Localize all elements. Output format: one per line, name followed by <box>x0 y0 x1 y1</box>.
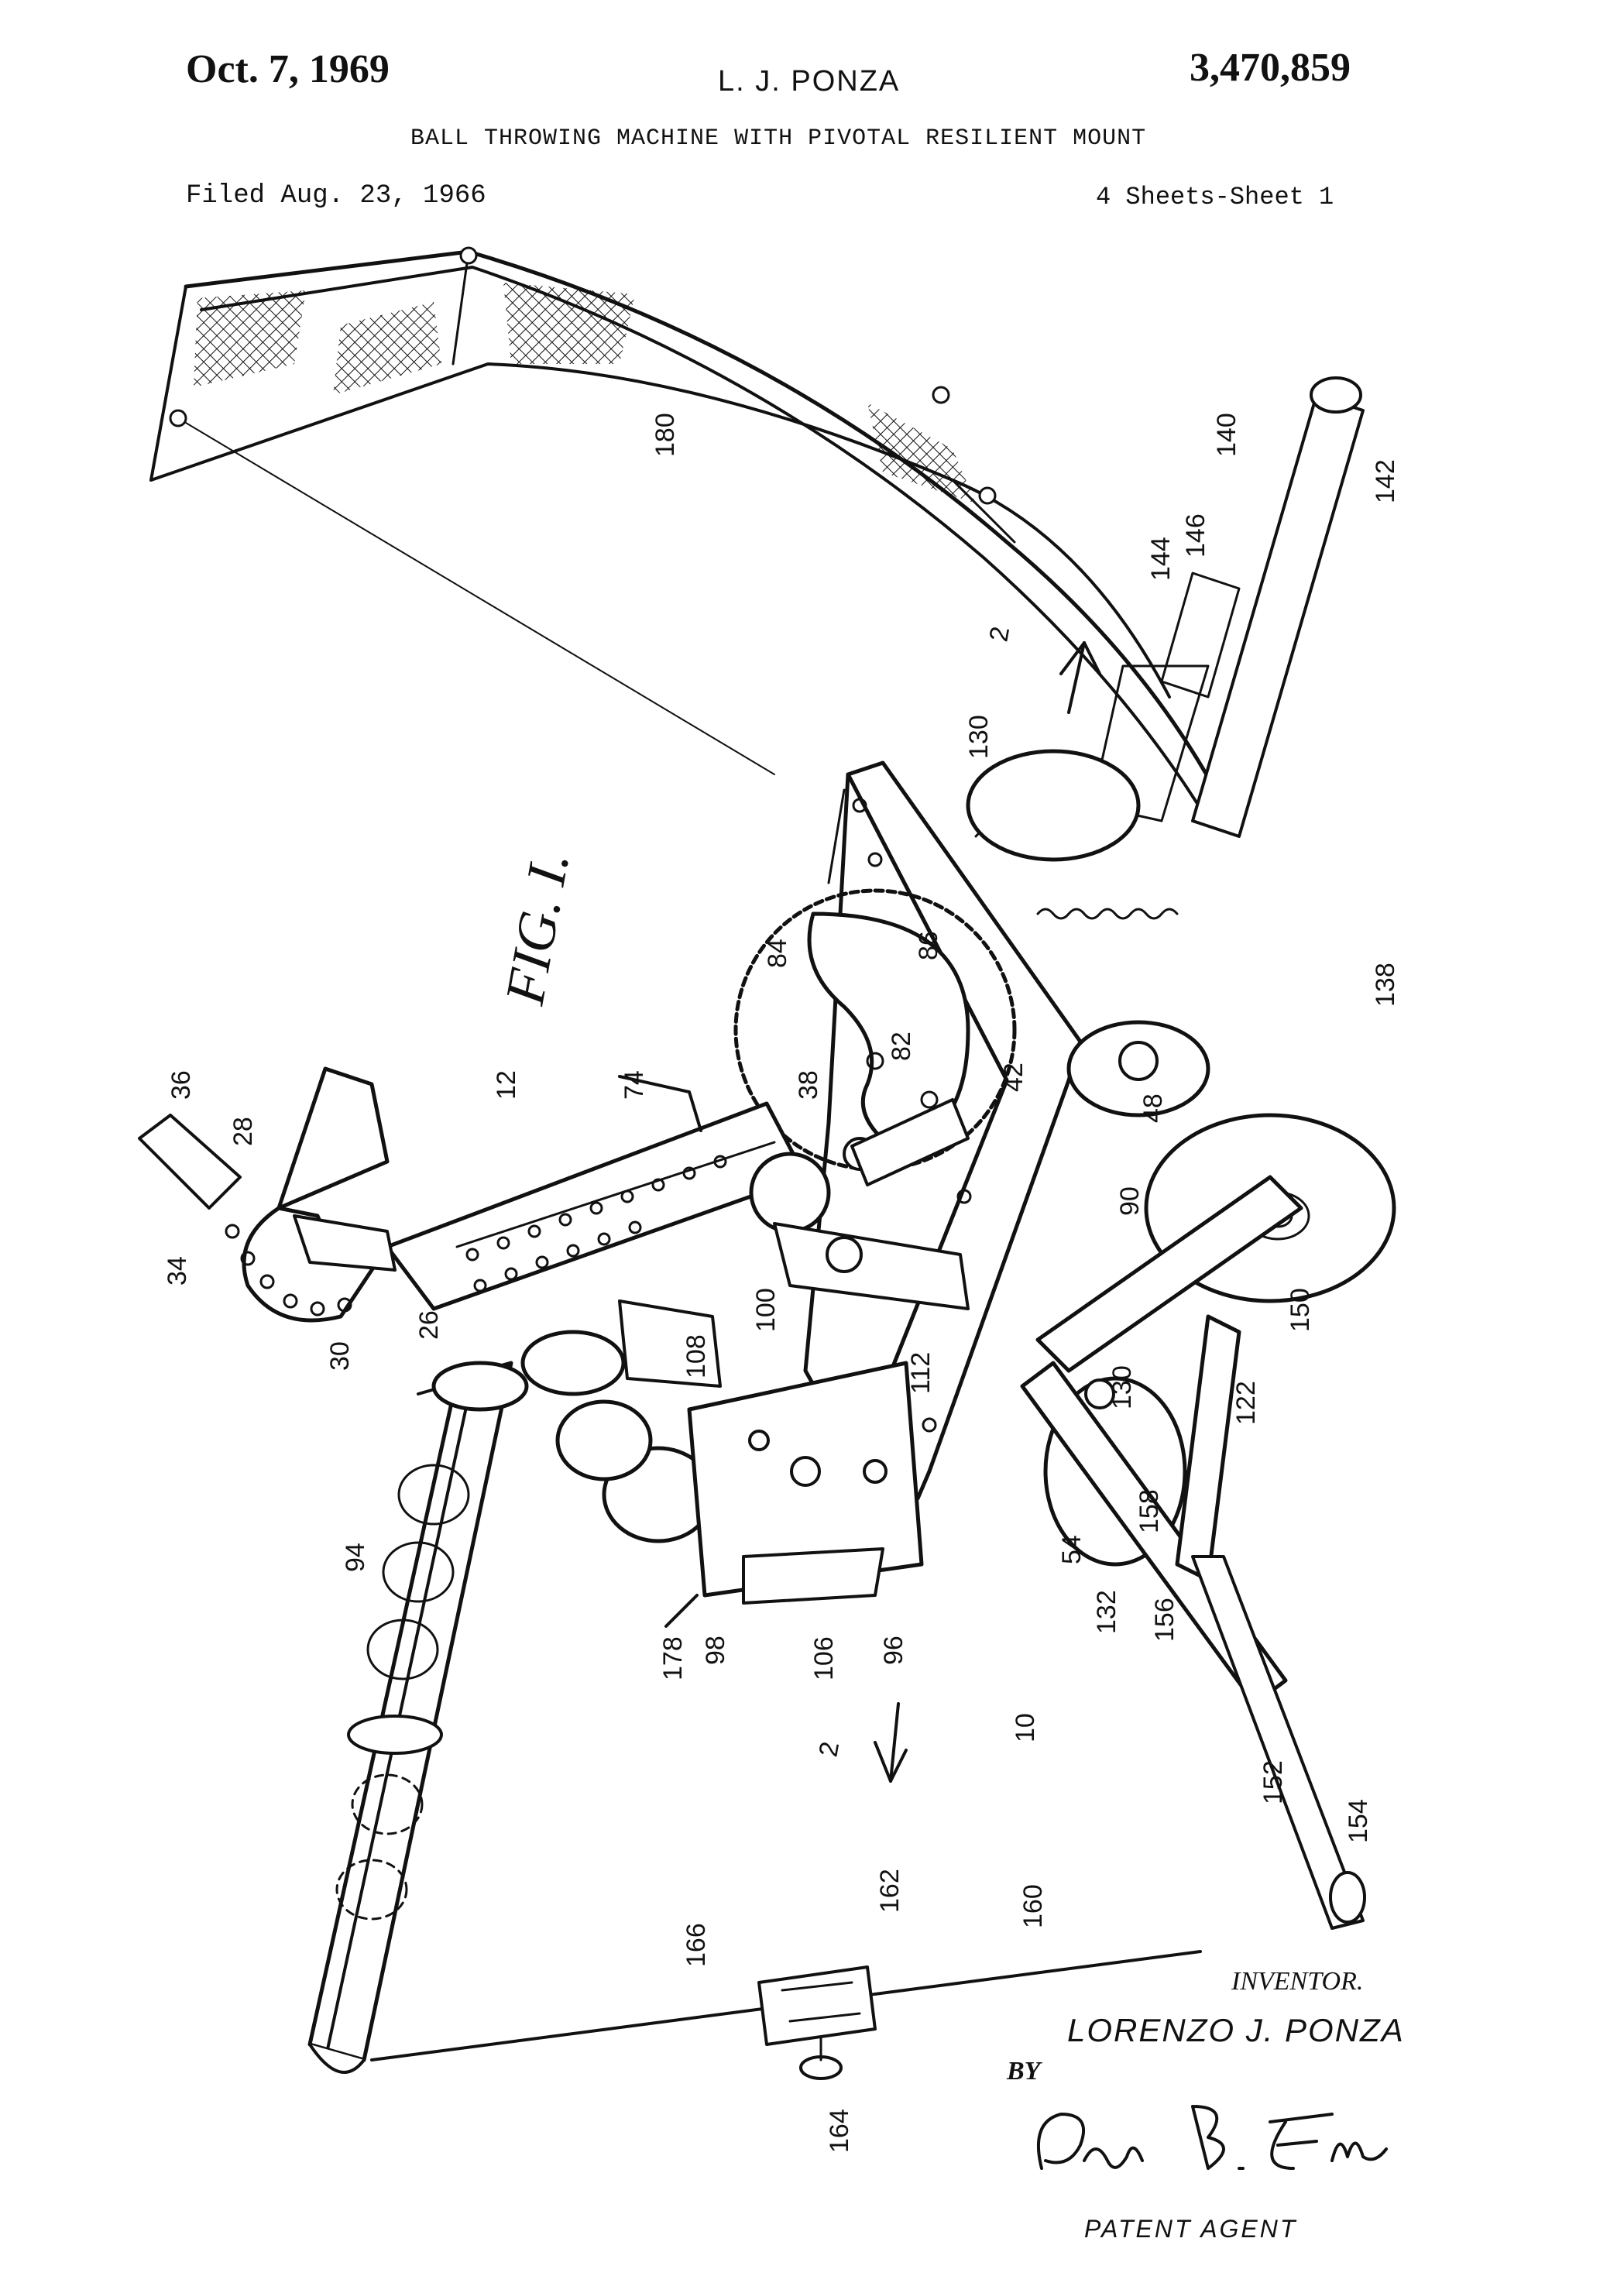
ref-106: 106 <box>809 1636 839 1680</box>
section-mark-lower: 2 <box>813 1739 845 1759</box>
ref-156: 156 <box>1150 1598 1179 1642</box>
section-arrows: 2 2 <box>813 624 1101 1783</box>
ref-140: 140 <box>1212 413 1241 457</box>
ref-74: 74 <box>620 1070 649 1100</box>
agent-signature <box>1036 2105 1388 2170</box>
ref-122: 122 <box>1231 1381 1261 1425</box>
ball-feed-chute <box>307 1330 715 2074</box>
ref-152: 152 <box>1258 1760 1288 1804</box>
net-frame <box>149 246 1226 822</box>
sheet-count: 4 Sheets-Sheet 1 <box>1096 183 1334 211</box>
ref-82: 82 <box>887 1032 916 1061</box>
patent-number: 3,470,859 <box>1190 46 1351 90</box>
ref-54: 54 <box>1057 1535 1087 1564</box>
filing-date: Filed Aug. 23, 1966 <box>186 181 486 211</box>
ref-36: 36 <box>167 1070 196 1100</box>
ref-26: 26 <box>414 1310 444 1340</box>
ref-84: 84 <box>763 939 792 968</box>
ref-158: 158 <box>1135 1489 1164 1533</box>
ref-166: 166 <box>682 1923 711 1967</box>
ref-162: 162 <box>875 1869 905 1913</box>
feed-mechanism <box>618 1299 924 1628</box>
ref-154: 154 <box>1344 1799 1373 1843</box>
ref-108: 108 <box>682 1334 711 1378</box>
ref-86: 86 <box>914 931 943 960</box>
section-mark-upper: 2 <box>984 624 1015 644</box>
ref-38: 38 <box>794 1070 823 1100</box>
ref-42: 42 <box>999 1062 1028 1092</box>
patent-agent-label: PATENT AGENT <box>1084 2215 1298 2243</box>
patent-date: Oct. 7, 1969 <box>186 47 390 91</box>
ref-94: 94 <box>341 1543 370 1572</box>
inventor-header: L. J. PONZA <box>718 65 901 98</box>
ref-28: 28 <box>228 1117 258 1146</box>
inventor-name: LORENZO J. PONZA <box>1067 2012 1405 2048</box>
ref-132: 132 <box>1092 1590 1121 1634</box>
ref-90: 90 <box>1115 1186 1145 1216</box>
ref-98: 98 <box>701 1636 730 1665</box>
ref-112: 112 <box>906 1352 936 1394</box>
ref-34: 34 <box>163 1256 192 1286</box>
ref-142: 142 <box>1371 459 1400 503</box>
ref-178: 178 <box>658 1636 688 1680</box>
ref-144: 144 <box>1146 537 1176 581</box>
ref-130-lower: 130 <box>1107 1365 1137 1409</box>
by-label: BY <box>1007 2057 1041 2085</box>
ref-30-arm: 30 <box>325 1341 355 1371</box>
ref-12: 12 <box>492 1070 521 1100</box>
figure-label: FIG. I. <box>493 847 581 1010</box>
ref-150: 150 <box>1286 1288 1315 1332</box>
reference-numerals: 180 140 142 146 144 130 138 86 84 82 74 … <box>163 413 1400 2153</box>
front-legs <box>1020 1175 1366 1930</box>
guide-rod <box>370 1950 1202 2080</box>
ref-10: 10 <box>1011 1713 1040 1742</box>
ref-160: 160 <box>1018 1884 1048 1928</box>
ref-100: 100 <box>751 1288 781 1332</box>
ref-96: 96 <box>879 1636 908 1665</box>
patent-title: BALL THROWING MACHINE WITH PIVOTAL RESIL… <box>410 125 1147 152</box>
ref-146: 146 <box>1181 513 1210 558</box>
ref-164: 164 <box>825 2109 854 2153</box>
ref-48: 48 <box>1138 1093 1168 1123</box>
inventor-label: INVENTOR. <box>1231 1967 1364 1996</box>
ref-180: 180 <box>651 413 680 457</box>
ball-holder <box>138 1066 397 1323</box>
ref-138: 138 <box>1371 963 1400 1007</box>
throwing-arm <box>385 1075 970 1311</box>
ref-130-upper: 130 <box>964 715 994 759</box>
